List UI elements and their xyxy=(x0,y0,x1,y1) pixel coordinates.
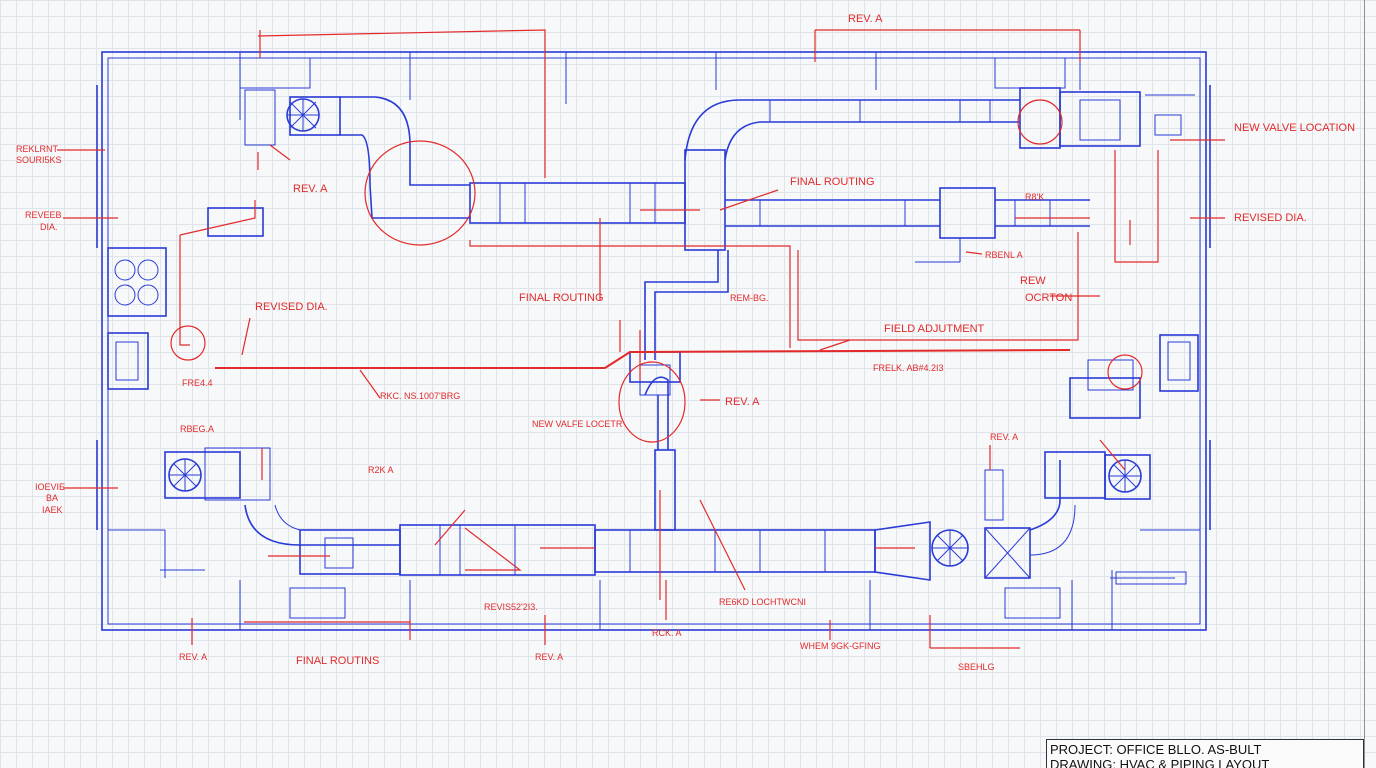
label-new-valve: NEW VALVE LOCATION xyxy=(1234,122,1355,134)
label-revised-dia-left: REVISED DIA. xyxy=(255,301,328,313)
label-new-valve-locetr: NEW VALFE LOCETR xyxy=(532,419,623,429)
label-ioevie-2: BA xyxy=(46,493,58,503)
label-rbeg-a: RBEG.A xyxy=(180,424,214,434)
title-project: PROJECT: OFFICE BLLO. AS-BULT xyxy=(1050,742,1262,757)
label-revised-dia-right: REVISED DIA. xyxy=(1234,212,1307,224)
label-ioevie-1: IOEVIE xyxy=(35,482,65,492)
label-rck-a: RCK. A xyxy=(652,628,682,638)
chiller-left xyxy=(107,207,264,390)
title-block: PROJECT: OFFICE BLLO. AS-BULT DRAWING: H… xyxy=(1046,739,1364,768)
label-rev-a-bottom-mid: REV. A xyxy=(535,652,563,662)
label-reklrnt-2: SOURI5KS xyxy=(16,155,62,165)
ahu-lower-left xyxy=(164,447,354,569)
label-rew: REW xyxy=(1020,275,1046,287)
label-rev-a-bottom-left: REV. A xyxy=(179,652,207,662)
supply-duct-upper-left xyxy=(286,96,686,224)
redline-piping xyxy=(179,29,1159,649)
label-rev-a-small: REV. A xyxy=(990,432,1018,442)
label-final-routins: FINAL ROUTINS xyxy=(296,655,379,667)
ahu-lower-right xyxy=(984,451,1151,521)
supply-duct-upper-right xyxy=(684,87,1182,263)
label-final-routing-top: FINAL ROUTING xyxy=(790,176,875,188)
label-fre4: FRE4.4 xyxy=(182,378,213,388)
label-rev-top: REV. A xyxy=(848,13,883,25)
label-sbehlg: SBEHLG xyxy=(958,662,995,672)
label-ioevie-3: IAEK xyxy=(42,505,63,515)
leader-arrows xyxy=(57,139,1225,645)
label-rkc-line: RKC. NS.1007'BRG xyxy=(380,391,460,401)
pump-units xyxy=(160,57,1199,619)
label-rev-a-upper-left: REV. A xyxy=(293,183,328,195)
label-reveeb-2: DIA. xyxy=(40,222,58,232)
label-field-adjustment: FIELD ADJUTMENT xyxy=(884,323,985,335)
supply-duct-bottom xyxy=(244,460,1076,581)
label-ocrton: OCRTON xyxy=(1025,292,1072,304)
label-whem: WHEM 9GK-GFING xyxy=(800,641,881,651)
label-rem-bg: REM-BG. xyxy=(730,293,769,303)
center-riser xyxy=(629,250,729,531)
label-revis: REVIS52'2I3. xyxy=(484,602,538,612)
label-reveeb-1: REVEEB xyxy=(25,210,62,220)
label-frelk: FRELK. AB#4.2I3 xyxy=(873,363,944,373)
label-reklrnt-1: REKLRNT xyxy=(16,144,59,154)
markup-labels: REV. A NEW VALVE LOCATION REVISED DIA. R… xyxy=(16,13,1355,672)
label-r2k-a: R2K A xyxy=(368,465,394,475)
building-walls xyxy=(96,51,1211,631)
revision-clouds xyxy=(170,99,1143,443)
label-re6kd: RE6KD LOCHTWCNI xyxy=(719,597,806,607)
title-drawing: DRAWING: HVAC & PIPING LAYOUT xyxy=(1050,757,1270,768)
label-rev-a-center: REV. A xyxy=(725,396,760,408)
sheet-border xyxy=(1364,0,1365,768)
label-final-routing-mid: FINAL ROUTING xyxy=(519,292,604,304)
label-rbenl-a: RBENL A xyxy=(985,250,1023,260)
label-r8k: R8'K xyxy=(1025,192,1044,202)
